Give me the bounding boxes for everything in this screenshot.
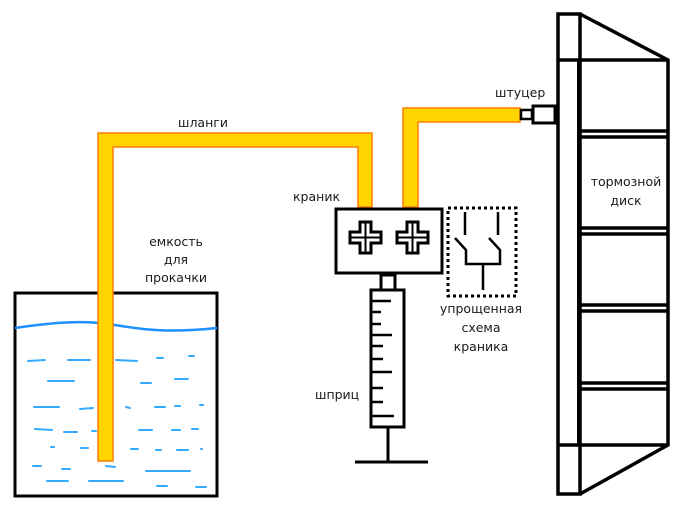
- liquid-dash: [105, 465, 116, 468]
- hose-left: [97, 132, 373, 462]
- syringe-scale: [372, 299, 394, 418]
- valve-scheme: [446, 206, 518, 298]
- container: [13, 291, 219, 498]
- liquid-dash: [125, 406, 131, 409]
- valve: [334, 207, 444, 275]
- valve-handle-right-icon: [395, 220, 430, 255]
- liquid-dash: [115, 359, 138, 362]
- label-fitting: штуцер: [495, 85, 545, 100]
- label-brake-disc-2: диск: [610, 193, 642, 208]
- label-container-1: емкость: [149, 234, 203, 249]
- label-container-2: для: [164, 252, 188, 267]
- liquid-dash: [79, 407, 94, 410]
- fitting-body: [531, 104, 557, 125]
- disc-left-bar: [556, 12, 582, 496]
- liquid-dash: [34, 428, 53, 431]
- liquid-surface: [14, 320, 218, 332]
- liquid-dashes: [27, 355, 207, 488]
- valve-handle-left-icon: [348, 220, 383, 255]
- label-valve-scheme-1: упрощенная: [440, 301, 522, 316]
- label-valve-scheme-3: краника: [454, 339, 509, 354]
- label-hoses: шланги: [178, 115, 228, 130]
- label-container-3: прокачки: [145, 270, 207, 285]
- hose-right: [402, 107, 521, 208]
- fitting-nipple: [519, 108, 534, 121]
- syringe: [355, 273, 428, 464]
- label-brake-disc-1: тормозной: [591, 174, 662, 189]
- fitting: [519, 104, 557, 125]
- label-valve: краник: [293, 189, 340, 204]
- container-outline: [13, 291, 219, 498]
- label-valve-scheme-2: схема: [461, 320, 500, 335]
- label-syringe: шприц: [315, 387, 359, 402]
- syringe-nozzle: [379, 273, 397, 292]
- liquid-dash: [27, 359, 46, 362]
- brake-disc: [556, 12, 670, 496]
